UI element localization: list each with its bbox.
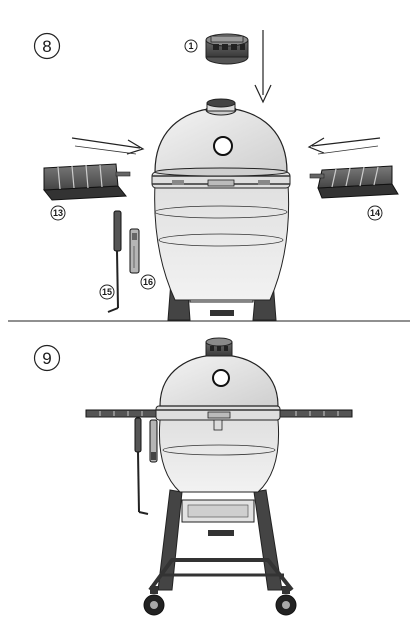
top-vent-part — [205, 33, 249, 65]
wheel-right-icon — [275, 586, 297, 616]
callout-label-15: 15 — [102, 287, 112, 297]
callout-badge-15: 15 — [99, 284, 115, 300]
step-badge-9: 9 — [33, 344, 61, 372]
shelf-slats — [99, 411, 339, 416]
right-side-shelf — [309, 165, 399, 199]
hung-grill-tool — [134, 417, 149, 515]
hung-ash-tool — [149, 419, 158, 463]
step-number-9: 9 — [42, 349, 51, 368]
step-badge-8: 8 — [33, 32, 61, 60]
left-side-shelf — [43, 163, 131, 201]
step-8-panel: 8 1 — [33, 30, 399, 321]
arrow-right — [71, 137, 145, 155]
grill-step-8 — [151, 98, 291, 321]
step-9-panel: 9 — [33, 337, 353, 616]
callout-label-16: 16 — [143, 277, 153, 287]
step-number-8: 8 — [42, 37, 51, 56]
arrow-left — [307, 137, 381, 155]
callout-label-1: 1 — [188, 41, 193, 51]
assembled-grill — [85, 337, 353, 616]
grill-gripper-tool — [107, 210, 122, 313]
arrow-down — [254, 30, 272, 104]
wheel-left-icon — [143, 586, 165, 616]
callout-label-14: 14 — [370, 208, 380, 218]
callout-badge-1: 1 — [184, 39, 198, 53]
ash-tool — [129, 228, 140, 274]
callout-label-13: 13 — [53, 208, 63, 218]
callout-badge-13: 13 — [50, 205, 66, 221]
callout-badge-14: 14 — [367, 205, 383, 221]
callout-badge-16: 16 — [140, 274, 156, 290]
